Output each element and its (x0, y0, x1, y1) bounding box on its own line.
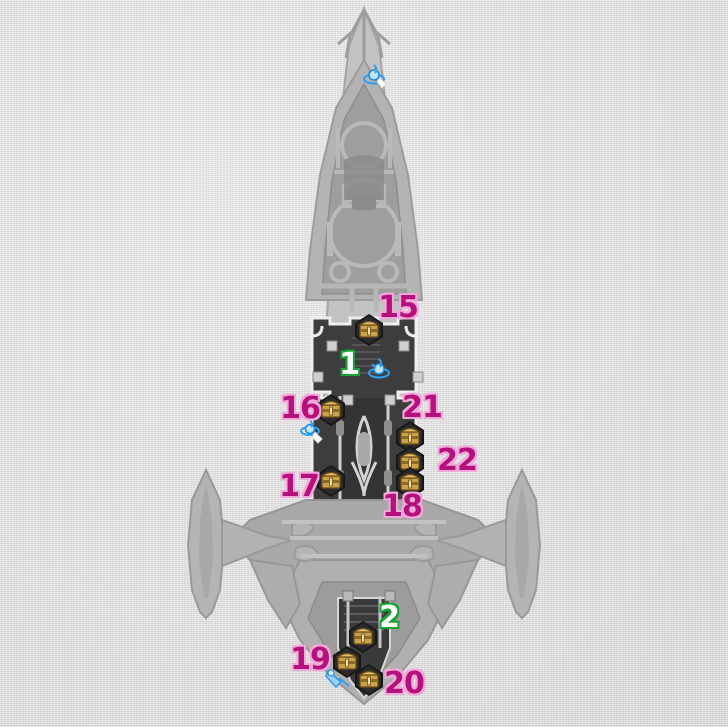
lower-bay-rails (346, 596, 382, 648)
deck-square-marker (384, 394, 396, 406)
map-label-2[interactable]: 2 (379, 600, 400, 635)
deck-square-marker (342, 394, 354, 406)
treasure-chest-icon[interactable] (395, 446, 425, 478)
deck-square-marker (312, 371, 324, 383)
deck-square-marker (384, 590, 396, 602)
blue-orb-icon[interactable] (362, 62, 388, 90)
map-label-17[interactable]: 17 (279, 469, 320, 504)
deck-square-marker (412, 371, 424, 383)
corridor-pylon-group (350, 415, 378, 497)
map-label-16[interactable]: 16 (280, 391, 321, 426)
treasure-chest-icon[interactable] (354, 314, 384, 346)
bow-antenna-group (337, 9, 391, 60)
deck-square-marker (342, 590, 354, 602)
map-label-20[interactable]: 20 (384, 666, 425, 701)
bow-crossbar-group (318, 283, 410, 312)
map-label-21[interactable]: 21 (402, 390, 443, 425)
lower-bay-grate (344, 605, 384, 631)
treasure-chest-icon[interactable] (332, 646, 362, 678)
deck-square-marker (326, 340, 338, 352)
deck-square-marker (398, 340, 410, 352)
right-wing-group (408, 467, 542, 630)
map-label-1[interactable]: 1 (339, 347, 360, 382)
deck-notch-group (311, 325, 417, 338)
blue-orb-icon[interactable] (366, 355, 392, 383)
treasure-chest-icon[interactable] (354, 664, 384, 696)
map-label-18[interactable]: 18 (382, 489, 423, 524)
blue-orb-icon[interactable] (325, 662, 351, 690)
treasure-chest-icon[interactable] (316, 394, 346, 426)
map-label-15[interactable]: 15 (378, 290, 419, 325)
bow-detail-fill (344, 155, 384, 210)
mid-hull-crossbar-group (282, 520, 446, 558)
left-wing-group (186, 467, 320, 630)
treasure-chest-icon[interactable] (316, 465, 346, 497)
treasure-chest-icon[interactable] (395, 467, 425, 499)
map-label-22[interactable]: 22 (437, 443, 478, 478)
treasure-chest-icon[interactable] (395, 421, 425, 453)
blue-orb-icon[interactable] (299, 418, 325, 446)
treasure-chest-icon[interactable] (348, 621, 378, 653)
map-label-19[interactable]: 19 (290, 642, 331, 677)
